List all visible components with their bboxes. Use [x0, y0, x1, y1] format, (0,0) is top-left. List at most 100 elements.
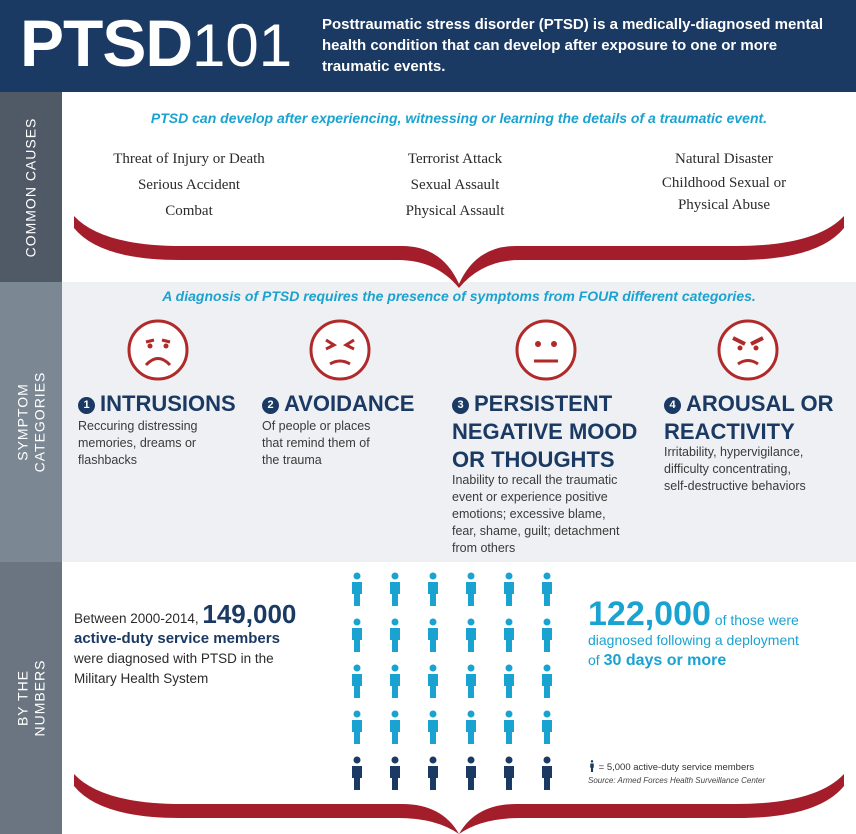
category-intrusions-desc: Reccuring distressing memories, dreams o… — [78, 418, 258, 469]
sidebar-symptom-line2: CATEGORIES — [31, 371, 48, 473]
desc-line: Reccuring distressing — [78, 419, 198, 433]
category-arousal-desc: Irritability, hypervigilance, difficulty… — [664, 444, 844, 495]
frown-face-icon — [127, 319, 189, 381]
desc-line: Inability to recall the traumatic — [452, 473, 618, 487]
person-icon — [466, 710, 476, 744]
desc-line: from others — [452, 541, 516, 555]
stat-strong-text: active-duty service members — [74, 630, 280, 647]
person-icon — [390, 756, 400, 790]
person-icon — [504, 618, 514, 652]
sidebar-symptom-line1: SYMPTOM — [14, 383, 31, 461]
stat-text: of those were — [710, 612, 799, 628]
person-icon — [542, 618, 552, 652]
person-icon — [352, 756, 362, 790]
category-number-badge: 4 — [664, 397, 681, 414]
desc-line: that remind them of — [262, 436, 370, 450]
legend-text: = 5,000 active-duty service members — [598, 762, 755, 773]
person-icon — [504, 710, 514, 744]
person-icon — [542, 710, 552, 744]
ptsd101-logo: PTSD101 — [20, 10, 292, 76]
person-icon — [352, 710, 362, 744]
cause-item: Physical Assault — [405, 203, 505, 219]
header-banner: PTSD101 Posttraumatic stress disorder (P… — [0, 0, 856, 92]
stat-strong-text: 30 days or more — [603, 652, 727, 669]
stat-deployment: 122,000 of those were diagnosed followin… — [588, 597, 848, 671]
stat-text-line: Military Health System — [74, 671, 209, 686]
neutral-face-icon — [515, 319, 577, 381]
person-icon — [428, 572, 438, 606]
title-line: NEGATIVE MOOD — [452, 419, 638, 444]
desc-line: memories, dreams or — [78, 436, 197, 450]
desc-line: the trauma — [262, 453, 322, 467]
stat-big-number: 149,000 — [202, 599, 297, 629]
category-title-text: AVOIDANCE — [284, 391, 415, 416]
category-title-text: INTRUSIONS — [100, 391, 236, 416]
angry-face-icon — [717, 319, 779, 381]
stat-big-number: 122,000 — [588, 595, 711, 633]
cause-item: Sexual Assault — [410, 177, 500, 193]
sidebar-numbers-line2: NUMBERS — [31, 659, 48, 737]
desc-line: difficulty concentrating, — [664, 462, 791, 476]
category-avoidance-desc: Of people or places that remind them of … — [262, 418, 432, 469]
logo-bold: PTSD — [20, 6, 193, 80]
category-number-badge: 3 — [452, 397, 469, 414]
desc-line: Irritability, hypervigilance, — [664, 445, 804, 459]
cause-item: Physical Abuse — [677, 197, 771, 213]
desc-line: fear, shame, guilt; detachment — [452, 524, 620, 538]
cause-item: Childhood Sexual or — [661, 175, 787, 191]
stat-text-line: were diagnosed with PTSD in the — [74, 651, 274, 666]
person-icon — [466, 572, 476, 606]
person-icon — [466, 664, 476, 698]
cause-item: Natural Disaster — [675, 151, 773, 167]
squint-face-icon — [309, 319, 371, 381]
cause-item: Threat of Injury or Death — [113, 151, 265, 167]
title-line: OR THOUGHTS — [452, 447, 615, 472]
person-icon — [590, 760, 594, 772]
curly-brace-bottom — [74, 774, 844, 834]
stat-prefix: Between 2000-2014, — [74, 611, 199, 626]
category-number-badge: 2 — [262, 397, 279, 414]
sidebar-common-causes: COMMON CAUSES — [0, 92, 62, 282]
person-icon — [352, 664, 362, 698]
source-citation: Source: Armed Forces Health Surveillance… — [588, 776, 766, 785]
logo-light: 101 — [192, 12, 293, 79]
desc-line: emotions; excessive blame, — [452, 507, 606, 521]
causes-column-1: Threat of Injury or Death Serious Accide… — [80, 146, 298, 224]
sidebar-label-common-causes: COMMON CAUSES — [22, 117, 39, 257]
person-icon — [352, 618, 362, 652]
icon-legend: = 5,000 active-duty service members — [588, 760, 754, 773]
people-icon-grid — [350, 572, 570, 792]
cause-item: Serious Accident — [137, 177, 241, 193]
person-icon — [504, 572, 514, 606]
person-icon — [504, 664, 514, 698]
person-icon — [428, 664, 438, 698]
person-icon — [466, 756, 476, 790]
cause-item: Terrorist Attack — [407, 151, 503, 167]
person-icon — [428, 618, 438, 652]
person-icon — [466, 618, 476, 652]
curly-brace-top — [74, 216, 844, 288]
header-description: Posttraumatic stress disorder (PTSD) is … — [322, 16, 823, 75]
cause-item: Combat — [165, 203, 213, 219]
symptoms-tagline: A diagnosis of PTSD requires the presenc… — [162, 288, 756, 304]
sidebar-numbers-line1: BY THE — [14, 669, 31, 727]
person-icon — [542, 756, 552, 790]
person-icon — [390, 710, 400, 744]
stat-text: of — [588, 652, 604, 668]
person-icon — [428, 756, 438, 790]
stat-diagnosed: Between 2000-2014, 149,000 active-duty s… — [74, 601, 334, 689]
category-avoidance-title: 2 AVOIDANCE — [262, 390, 414, 418]
person-icon — [542, 664, 552, 698]
symptoms-section — [62, 282, 856, 562]
category-negative-mood-desc: Inability to recall the traumatic event … — [452, 472, 652, 557]
desc-line: self-destructive behaviors — [664, 479, 806, 493]
